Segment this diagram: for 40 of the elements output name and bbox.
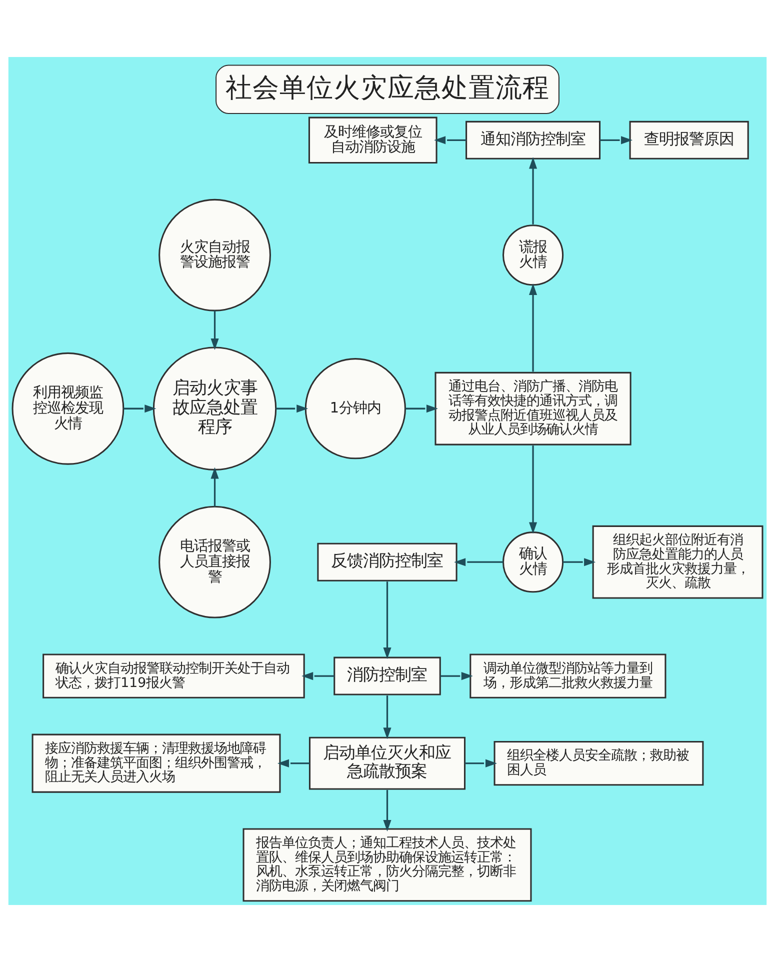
arrow (276, 404, 308, 413)
arrow (123, 404, 156, 413)
node-box: 消防控制室 (334, 656, 441, 696)
arrow (529, 283, 538, 372)
diagram-title: 社会单位火灾应急处置流程 (225, 72, 550, 104)
arrow (434, 136, 466, 144)
node-circle: 启动火灾事故应急处置程序 (152, 346, 277, 470)
node-box: 组织起火部位附近有消防应急处置能力的人员形成首批火灾救援力量，灭火、疏散 (592, 525, 764, 599)
node-box: 查明报警原因 (629, 120, 749, 160)
node-circle: 利用视频监控巡检发现火情 (12, 352, 124, 465)
arrow (600, 136, 633, 144)
node-box: 调动单位微型消防站等力量到场，形成第二批救火救援力量 (470, 654, 666, 698)
node-box: 及时维修或复位自动消防设施 (308, 116, 438, 164)
arrow (440, 672, 473, 680)
arrow (529, 446, 538, 534)
arrow (529, 157, 538, 224)
arrow (383, 696, 392, 740)
arrow (277, 759, 310, 768)
node-box: 通过电台、消防广播、消防电话等有效快捷的通讯方式，调动报警点附近值班巡视人员及从业人员到场确认火情 (434, 372, 632, 446)
node-box: 接应消防救援车辆；清理救援场地障碍物；准备建筑平面图；组织外围警戒，阻止无关人员进入火场 (32, 734, 281, 793)
arrow (210, 310, 219, 350)
arrow (405, 404, 438, 413)
node-box: 确认火灾自动报警联动控制开关处于自动状态，拨打119报火警 (42, 654, 305, 698)
arrow (562, 558, 596, 566)
arrow (464, 759, 498, 768)
node-box: 组织全楼人员安全疏散；救助被困人员 (494, 741, 704, 786)
node-box: 启动单位灭火和应急疏散预案 (308, 736, 466, 790)
node-circle: 谎报火情 (502, 224, 564, 286)
arrow (454, 558, 504, 566)
arrow (302, 672, 334, 680)
arrow (210, 467, 219, 507)
node-circle: 电话报警或人员直接报警 (158, 506, 271, 618)
node-circle: 确认火情 (502, 532, 564, 593)
arrow (383, 790, 392, 832)
node-box: 通知消防控制室 (466, 120, 601, 160)
node-circle: 1分钟内 (304, 358, 406, 460)
node-box: 报告单位负责人；通知工程技术人员、技术处置队、维保人员到场协助确保设施运转正常：风机、水泵运转正常，防火分隔完整，切断非消防电源，关闭燃气阀门 (242, 828, 532, 902)
node-box: 反馈消防控制室 (317, 542, 458, 582)
arrow (383, 582, 392, 660)
node-circle: 火灾自动报警设施报警 (158, 198, 271, 312)
